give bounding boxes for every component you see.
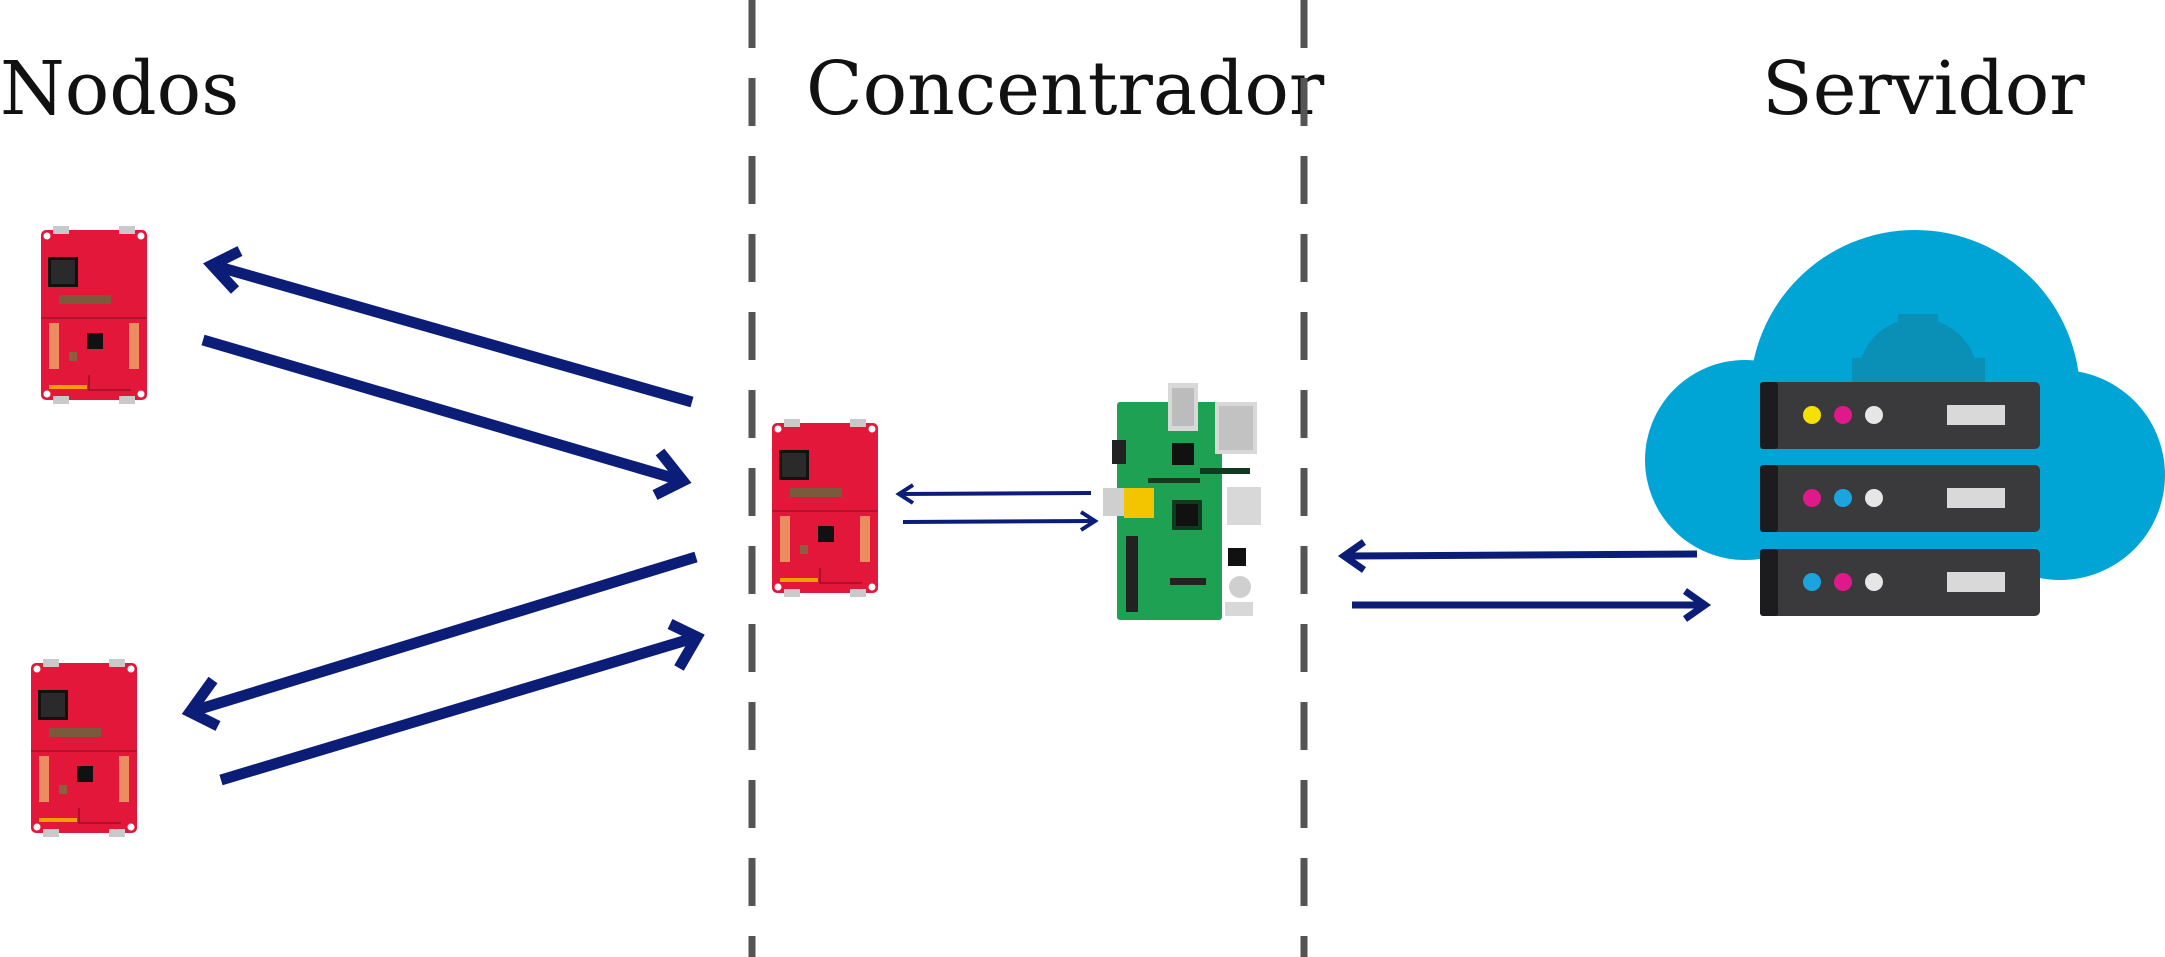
arrow-node2-to-hub — [219, 619, 705, 786]
arrow-pi-to-server — [1352, 588, 1712, 622]
concentrador-label: Concentrador — [806, 46, 1325, 132]
servidor-label: Servidor — [1762, 46, 2085, 132]
server-unit-3 — [1760, 549, 2040, 616]
raspberry-pi-board-icon — [1103, 383, 1261, 620]
arrow-hub-to-pi — [902, 510, 1099, 532]
arrow-hub-to-node1 — [203, 246, 694, 408]
arrow-pi-to-hub — [895, 483, 1092, 505]
server-unit-1 — [1760, 382, 2040, 449]
arrow-server-to-pi — [1337, 539, 1698, 573]
nodos-label: Nodos — [0, 46, 240, 132]
node-board-2-icon — [30, 658, 138, 838]
arrow-node1-to-hub — [201, 334, 692, 500]
server-unit-2 — [1760, 465, 2040, 532]
arrow-hub-to-node2 — [181, 551, 698, 731]
node-board-1-icon — [40, 225, 148, 405]
hub-node-board-icon — [771, 418, 879, 598]
cloud-server-icon — [1645, 230, 2165, 616]
